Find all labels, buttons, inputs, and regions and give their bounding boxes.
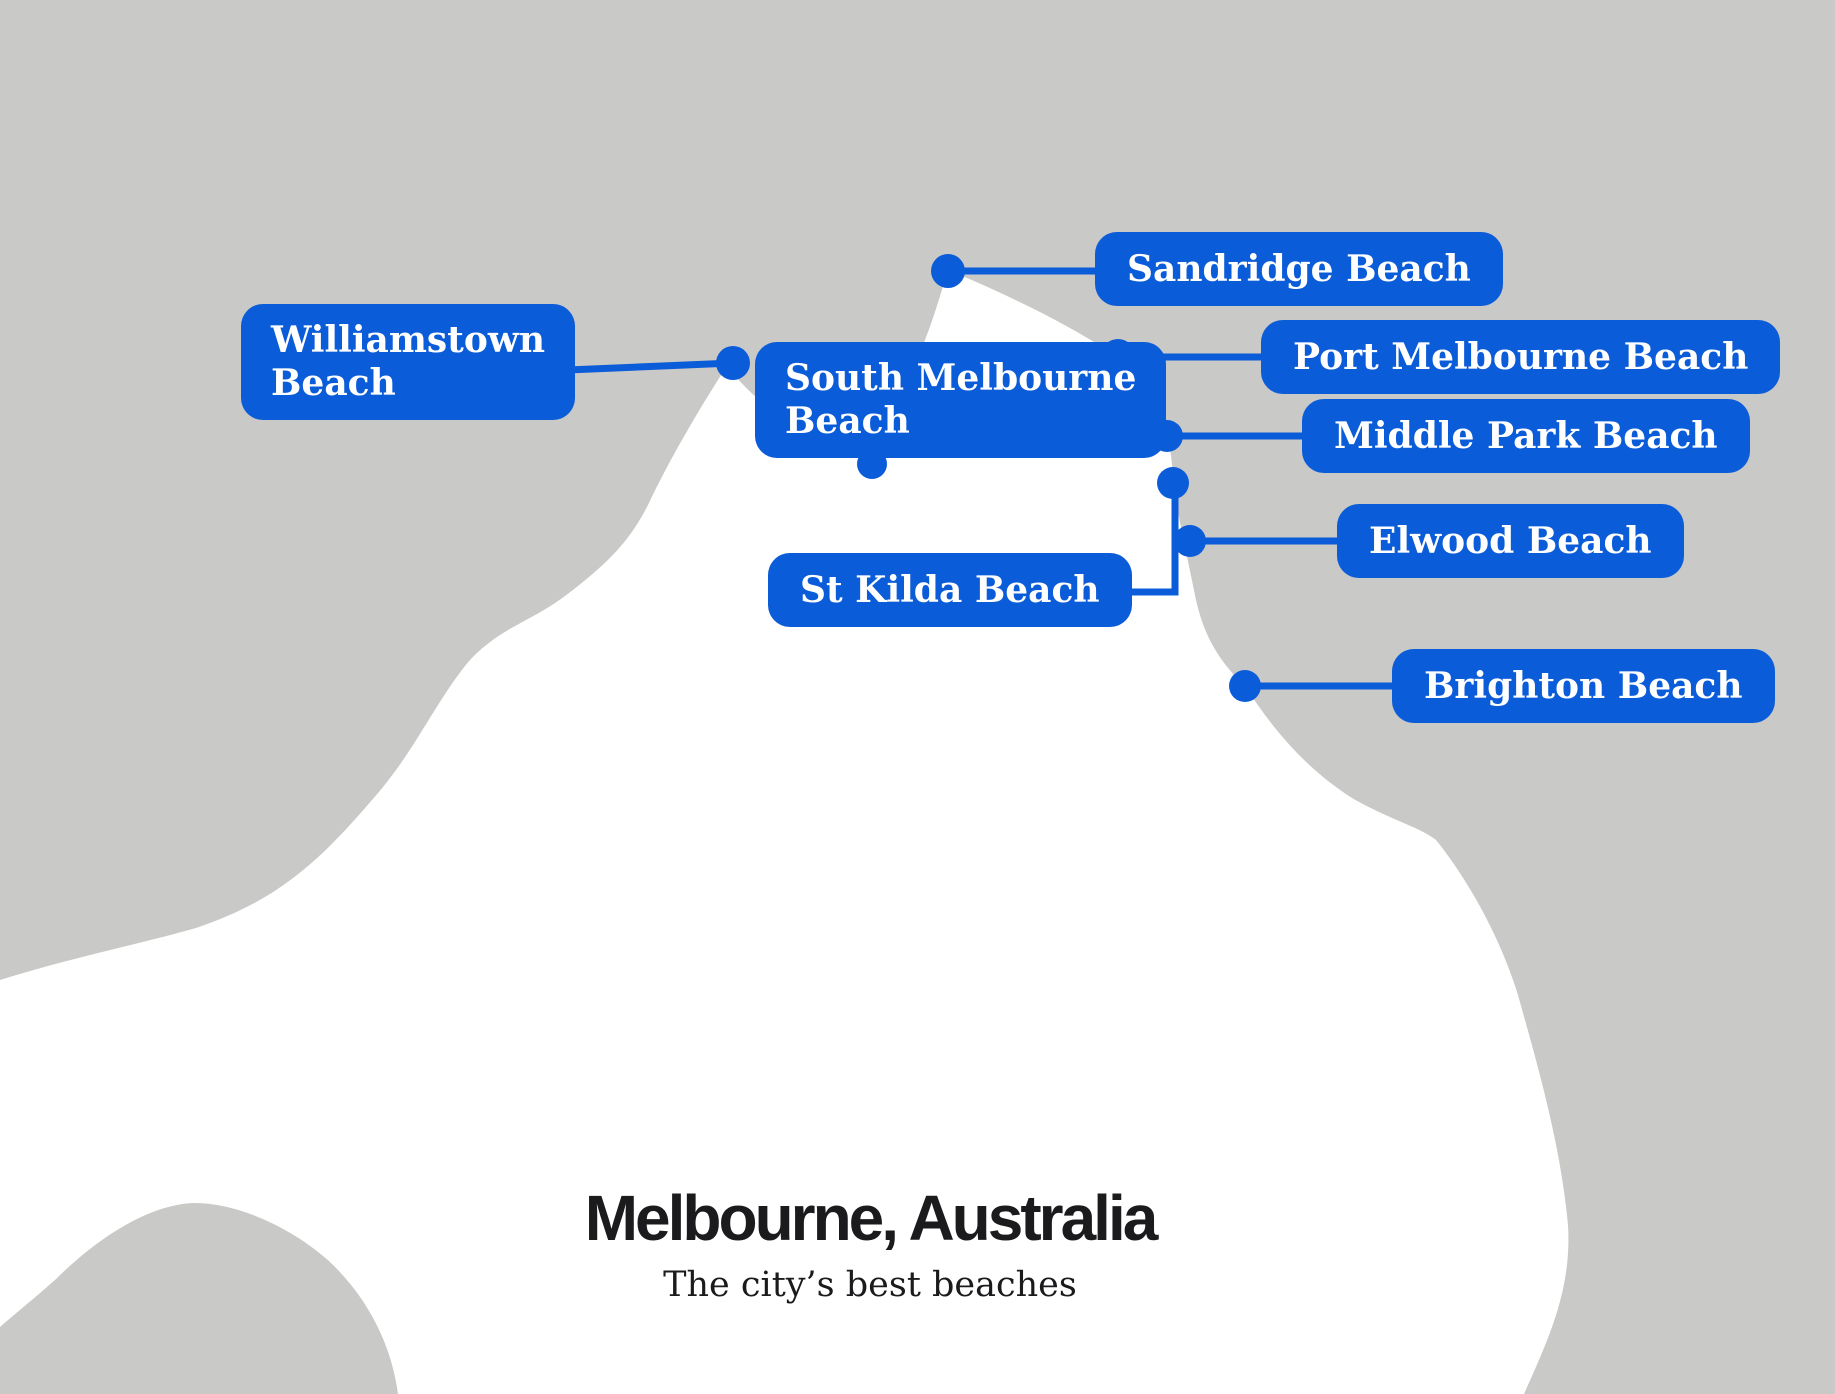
beach-label-elwood: Elwood Beach bbox=[1337, 504, 1684, 578]
map-title: Melbourne, Australia bbox=[584, 1182, 1159, 1254]
st-kilda-beach-dot bbox=[1157, 467, 1189, 499]
beach-label-sandridge: Sandridge Beach bbox=[1095, 232, 1503, 306]
brighton-beach-dot bbox=[1229, 670, 1261, 702]
title-block: Melbourne, Australia The city’s best bea… bbox=[370, 1186, 1370, 1306]
williamstown-beach-dot bbox=[716, 346, 750, 380]
sandridge-beach-dot bbox=[931, 254, 965, 288]
beach-label-brighton: Brighton Beach bbox=[1392, 649, 1775, 723]
beach-label-st-kilda: St Kilda Beach bbox=[768, 553, 1132, 627]
beach-label-middle-park: Middle Park Beach bbox=[1302, 399, 1750, 473]
beach-label-port-melbourne: Port Melbourne Beach bbox=[1261, 320, 1781, 394]
beach-label-williamstown: Williamstown Beach bbox=[241, 304, 575, 420]
map-subtitle: The city’s best beaches bbox=[663, 1265, 1077, 1305]
beach-label-south-melbourne: South Melbourne Beach bbox=[755, 342, 1167, 458]
elwood-beach-dot bbox=[1174, 525, 1206, 557]
